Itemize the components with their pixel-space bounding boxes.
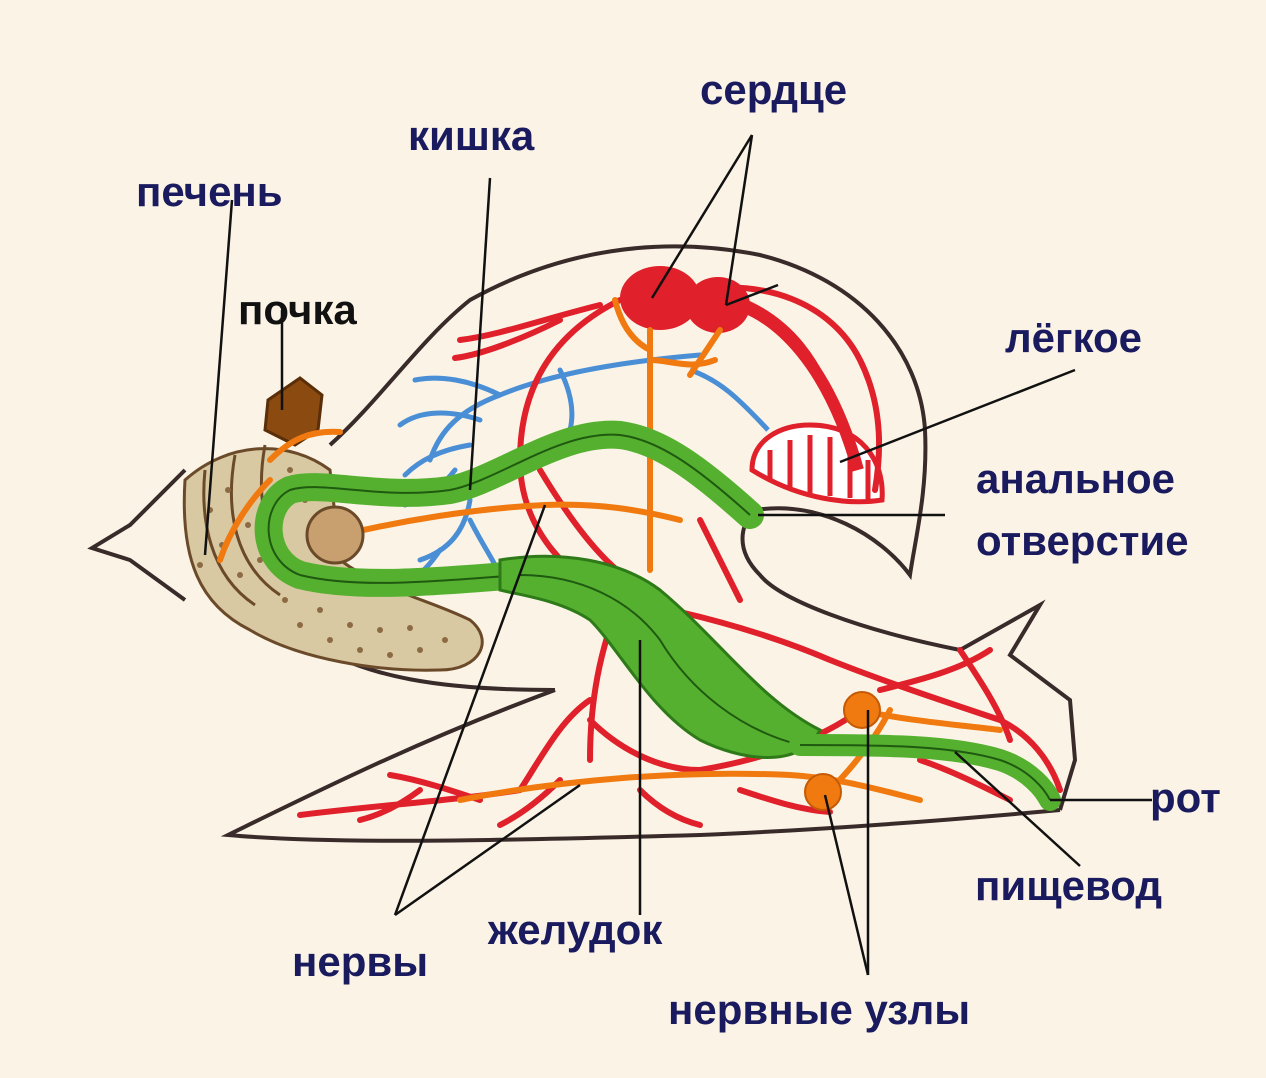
leader-ganglia-2: [825, 795, 868, 975]
label-lung: лёгкое: [1005, 314, 1142, 362]
label-kidney: почка: [238, 286, 357, 334]
label-intestine: кишка: [408, 112, 534, 160]
label-anus-line2: отверстие: [976, 517, 1189, 565]
leader-heart-1: [652, 135, 752, 298]
leader-heart-2: [726, 135, 752, 305]
label-esophagus: пищевод: [975, 862, 1162, 910]
label-nerves: нервы: [292, 938, 428, 986]
label-ganglia: нервные узлы: [668, 986, 970, 1034]
label-liver: печень: [136, 168, 283, 216]
shell-apex-outline: [92, 470, 185, 600]
label-heart: сердце: [700, 66, 847, 114]
label-anus-line1: анальное: [976, 455, 1175, 503]
label-mouth: рот: [1150, 774, 1221, 822]
gland: [307, 507, 363, 563]
label-stomach: желудок: [488, 906, 662, 954]
